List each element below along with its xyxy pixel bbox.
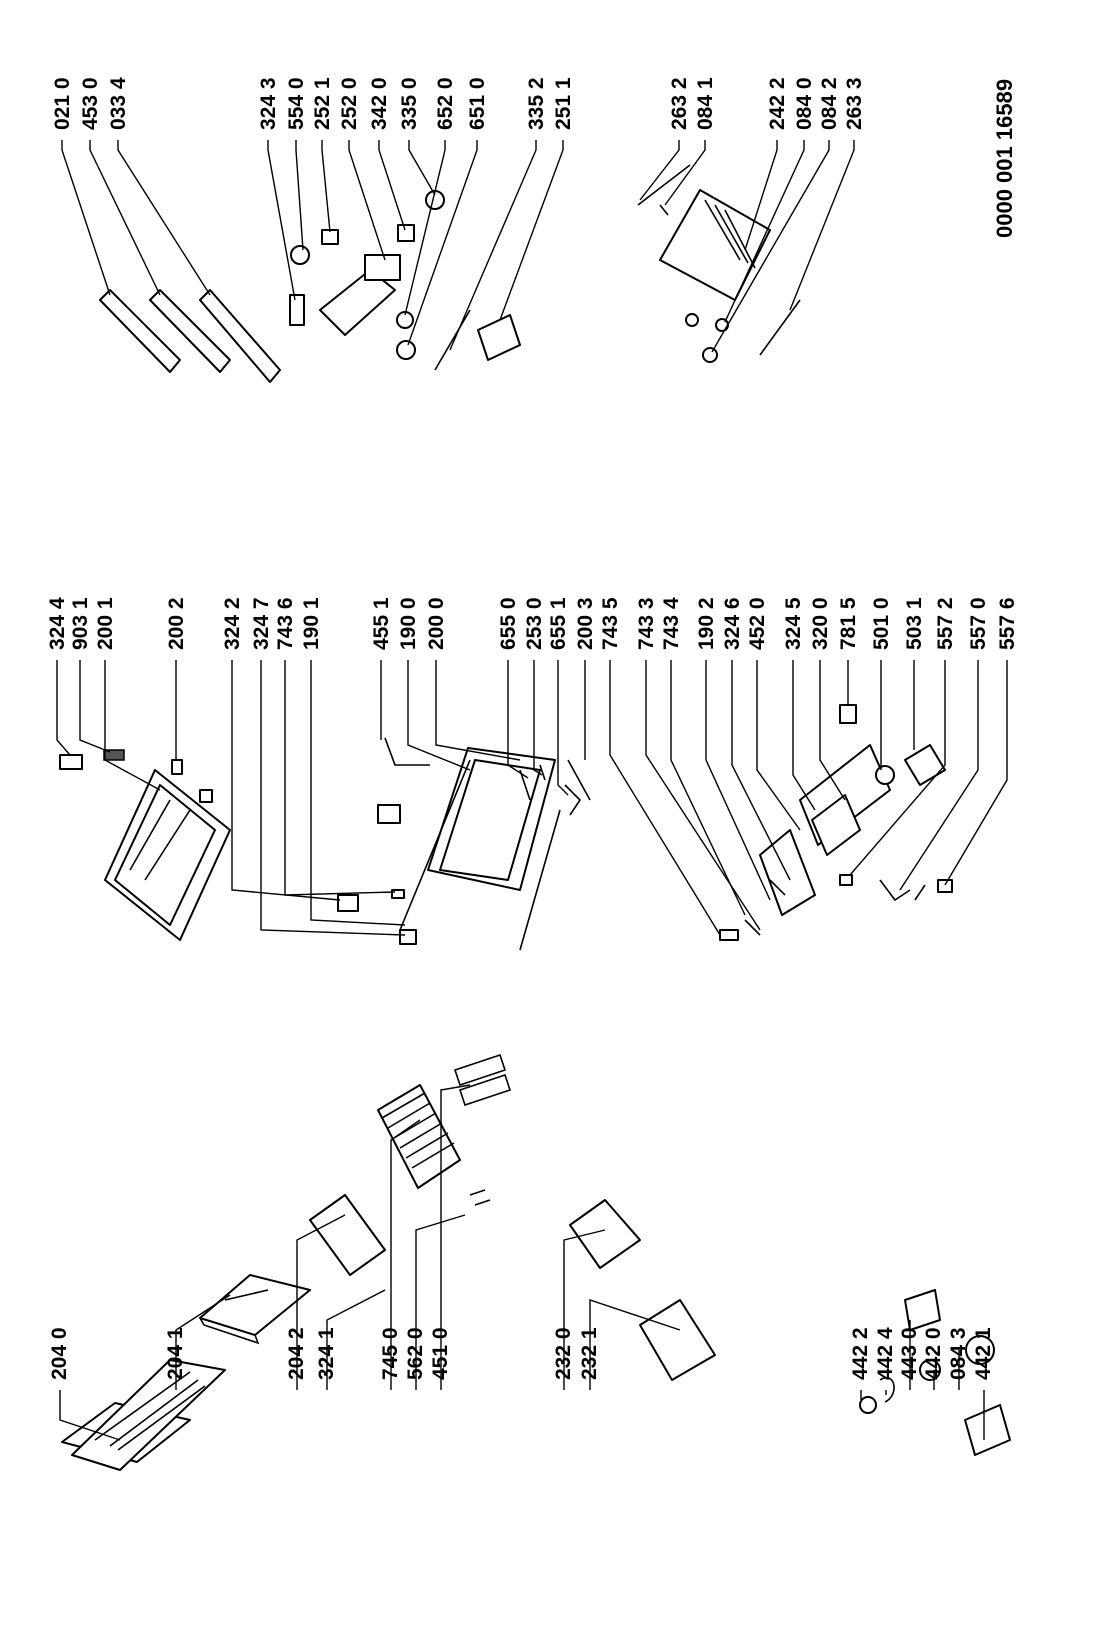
callout-232-0: 232 0 xyxy=(552,1327,575,1380)
part-rails xyxy=(99,289,281,383)
part-clips xyxy=(337,737,430,945)
callout-743-4: 743 4 xyxy=(660,597,683,650)
callout-903-1: 903 1 xyxy=(69,597,92,650)
callout-190-0: 190 0 xyxy=(397,597,420,650)
callouts-left-group: 204 0 204 1 204 2 324 1 745 0 562 0 451 … xyxy=(48,1327,995,1380)
callout-442-2: 442 2 xyxy=(849,1327,872,1380)
callout-452-0: 452 0 xyxy=(746,597,769,650)
callout-324-2: 324 2 xyxy=(221,597,244,650)
part-cover-panel xyxy=(309,1194,386,1276)
callout-200-2: 200 2 xyxy=(165,597,188,650)
callout-324-3: 324 3 xyxy=(257,77,280,130)
part-strips xyxy=(519,759,591,816)
callout-743-6: 743 6 xyxy=(274,597,297,650)
callout-453-0: 453 0 xyxy=(79,77,102,130)
callout-324-1: 324 1 xyxy=(315,1327,338,1380)
part-duct xyxy=(569,1199,716,1381)
callout-190-2: 190 2 xyxy=(695,597,718,650)
callout-084-1: 084 1 xyxy=(694,77,717,130)
callout-200-3: 200 3 xyxy=(574,597,597,650)
callout-252-0: 252 0 xyxy=(338,77,361,130)
callout-320-0: 320 0 xyxy=(809,597,832,650)
callout-324-5: 324 5 xyxy=(782,597,805,650)
callout-442-1: 442 1 xyxy=(972,1327,995,1380)
callout-442-0: 442 0 xyxy=(922,1327,945,1380)
callout-251-1: 251 1 xyxy=(552,77,575,130)
callout-204-0: 204 0 xyxy=(48,1327,71,1380)
part-door-bin xyxy=(637,164,801,363)
callout-242-2: 242 2 xyxy=(766,77,789,130)
callout-253-0: 253 0 xyxy=(523,597,546,650)
callout-562-0: 562 0 xyxy=(404,1327,427,1380)
callout-655-1: 655 1 xyxy=(547,597,570,650)
callout-084-2: 084 2 xyxy=(818,77,841,130)
callout-190-1: 190 1 xyxy=(300,597,323,650)
callout-443-0: 443 0 xyxy=(898,1327,921,1380)
part-heater-element xyxy=(453,1053,512,1206)
part-lamp-parts xyxy=(839,704,953,902)
part-evaporator-coil xyxy=(377,1084,461,1189)
callout-232-1: 232 1 xyxy=(578,1327,601,1380)
callout-335-2: 335 2 xyxy=(525,77,548,130)
callout-557-6: 557 6 xyxy=(996,597,1019,650)
callouts-right-group: 021 0 453 0 033 4 324 3 554 0 252 1 252 … xyxy=(51,77,866,130)
callout-252-1: 252 1 xyxy=(311,77,334,130)
callout-263-3: 263 3 xyxy=(843,77,866,130)
callout-324-6: 324 6 xyxy=(721,597,744,650)
part-control-box xyxy=(719,829,816,941)
callout-200-0: 200 0 xyxy=(425,597,448,650)
callout-442-4: 442 4 xyxy=(874,1327,897,1380)
callout-335-0: 335 0 xyxy=(398,77,421,130)
part-crisper-drawer xyxy=(399,747,561,951)
callout-652-0: 652 0 xyxy=(434,77,457,130)
callout-455-1: 455 1 xyxy=(370,597,393,650)
document-number: 0000 001 16589 xyxy=(992,79,1017,238)
callout-263-2: 263 2 xyxy=(668,77,691,130)
callout-451-0: 451 0 xyxy=(429,1327,452,1380)
callout-033-4: 033 4 xyxy=(107,77,130,130)
part-shelf-plate xyxy=(199,1274,311,1345)
callout-745-0: 745 0 xyxy=(379,1327,402,1380)
callout-324-7: 324 7 xyxy=(250,597,273,650)
part-tray-grille xyxy=(61,1359,226,1471)
leader-lines xyxy=(56,140,1008,1441)
callouts-center-group: 324 4 903 1 200 1 200 2 324 2 324 7 743 … xyxy=(46,597,1019,650)
part-small-blocks xyxy=(59,749,213,803)
callout-743-3: 743 3 xyxy=(635,597,658,650)
part-thermostat-panel xyxy=(799,744,891,856)
part-fan-motor xyxy=(859,1289,1011,1456)
callout-503-1: 503 1 xyxy=(903,597,926,650)
part-door-hinge-set xyxy=(289,190,521,371)
callout-084-3: 084 3 xyxy=(947,1327,970,1380)
callout-651-0: 651 0 xyxy=(466,77,489,130)
callout-342-0: 342 0 xyxy=(368,77,391,130)
callout-743-5: 743 5 xyxy=(599,597,622,650)
callout-557-0: 557 0 xyxy=(967,597,990,650)
callout-200-1: 200 1 xyxy=(94,597,117,650)
callout-204-2: 204 2 xyxy=(285,1327,308,1380)
callout-324-4: 324 4 xyxy=(46,597,69,650)
callout-554-0: 554 0 xyxy=(285,77,308,130)
callout-021-0: 021 0 xyxy=(51,77,74,130)
callout-204-1: 204 1 xyxy=(164,1327,187,1380)
callout-084-0: 084 0 xyxy=(793,77,816,130)
callout-557-2: 557 2 xyxy=(934,597,957,650)
callout-501-0: 501 0 xyxy=(870,597,893,650)
callout-781-5: 781 5 xyxy=(837,597,860,650)
callout-655-0: 655 0 xyxy=(497,597,520,650)
part-freezer-liner xyxy=(104,769,231,941)
